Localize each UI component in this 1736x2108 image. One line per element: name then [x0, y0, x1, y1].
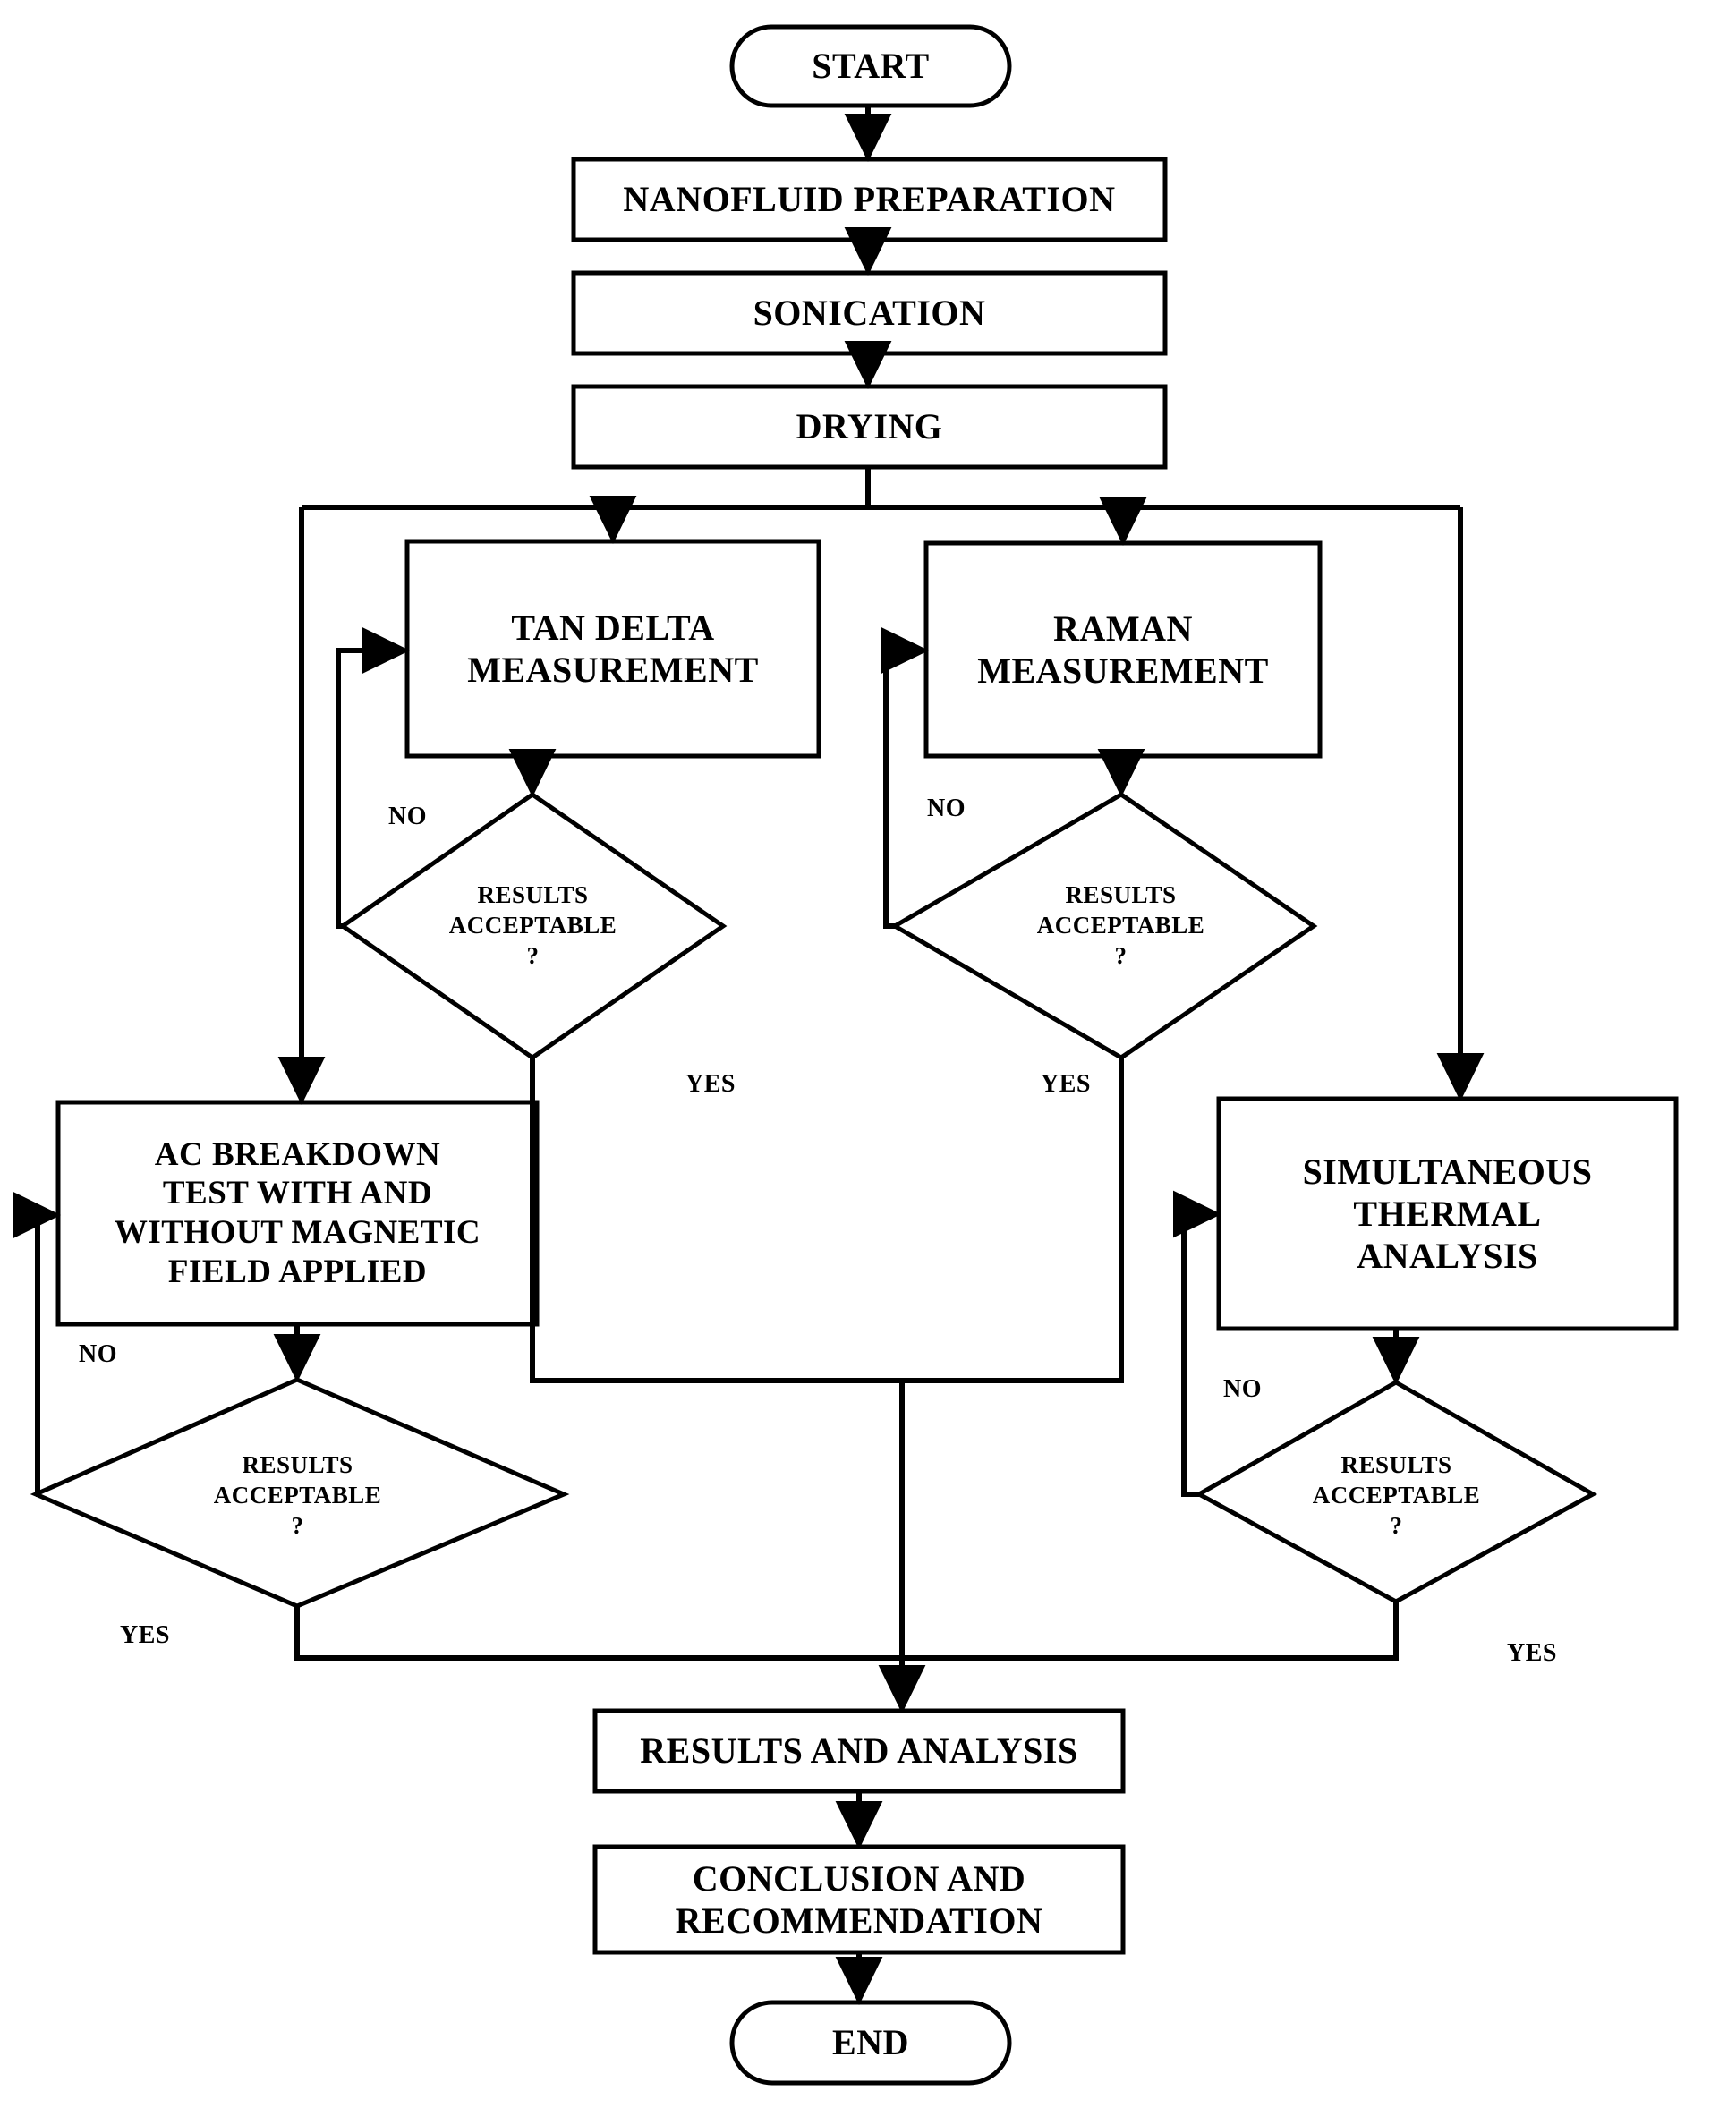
node-decision-thermal-shape — [1194, 1380, 1598, 1604]
edge-no-thermal-loop — [1173, 1190, 1221, 1497]
edge-yes-thermal — [902, 1602, 1399, 1661]
node-nanofluid-preparation-shape — [571, 157, 1168, 242]
node-end-shape — [729, 2000, 1012, 2086]
node-simultaneous-thermal-shape — [1216, 1096, 1679, 1331]
edge-label-yes-tan-delta: YES — [685, 1070, 736, 1098]
edge-label-no-ac-breakdown: NO — [79, 1340, 117, 1368]
edge-yes-raman — [902, 1058, 1124, 1383]
node-start-shape — [729, 24, 1012, 108]
node-sonication-shape — [571, 270, 1168, 356]
node-decision-raman-shape — [890, 792, 1318, 1060]
edge-label-yes-thermal: YES — [1507, 1639, 1557, 1667]
node-conclusion-shape — [592, 1844, 1126, 1955]
node-raman-shape — [923, 540, 1323, 759]
edge-label-no-thermal: NO — [1223, 1375, 1262, 1403]
edge-no-ac-breakdown-loop — [13, 1191, 61, 1497]
node-results-analysis-shape — [592, 1708, 1126, 1794]
edge-label-yes-raman: YES — [1041, 1070, 1091, 1098]
node-drying-shape — [571, 384, 1168, 470]
edge-label-yes-ac-breakdown: YES — [120, 1621, 170, 1649]
edge-no-raman-loop — [881, 626, 929, 929]
edge-yes-ac-breakdown — [294, 1606, 902, 1661]
edge-label-no-raman: NO — [927, 795, 966, 822]
node-decision-tan-delta-shape — [338, 791, 728, 1061]
node-decision-ac-breakdown-shape — [30, 1377, 570, 1609]
edge-yes-tan-delta — [530, 1058, 902, 1383]
edge-label-no-tan-delta: NO — [388, 803, 427, 830]
node-ac-breakdown-shape — [55, 1100, 540, 1327]
edge-no-tan-delta-loop — [336, 626, 410, 929]
node-tan-delta-shape — [404, 539, 821, 759]
